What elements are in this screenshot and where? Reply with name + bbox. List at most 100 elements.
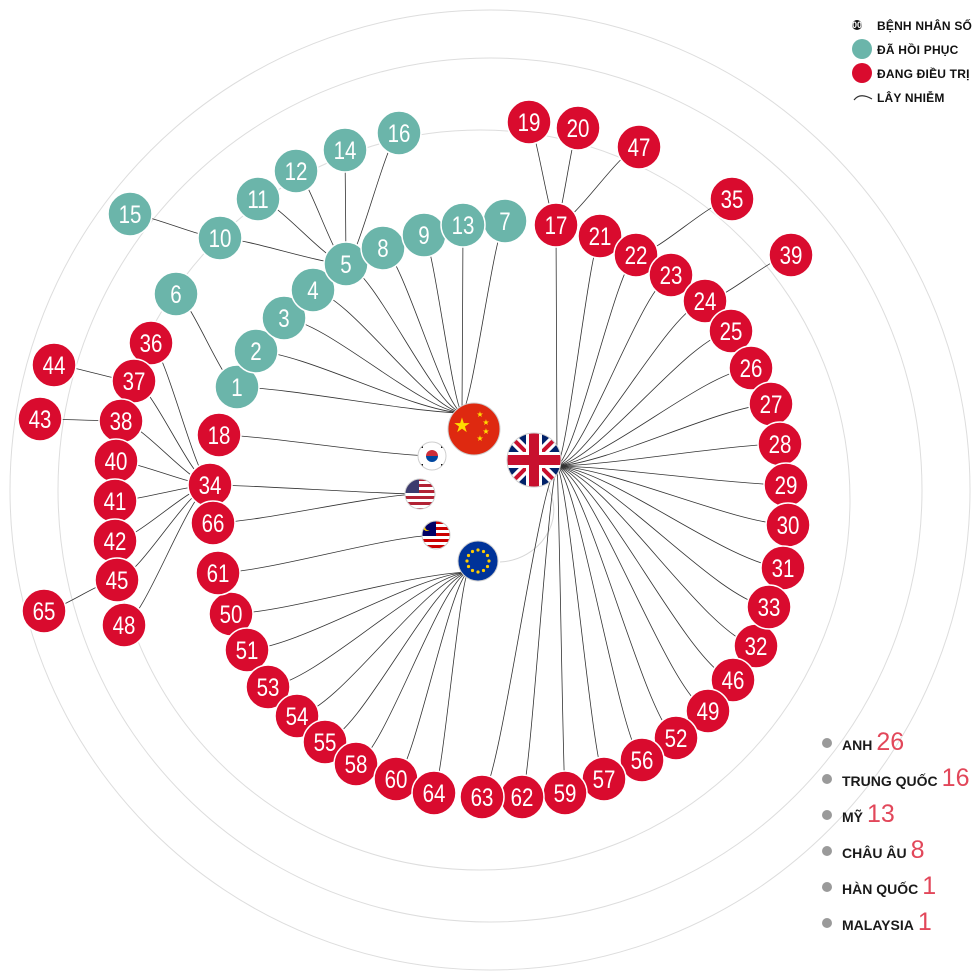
infection-link [382,247,463,414]
patient-number: 15 [119,200,142,228]
patient-number: 66 [202,509,225,537]
infection-link [556,300,706,467]
patient-number: 45 [106,566,129,594]
patient-circle [214,364,260,410]
patient-circle [302,719,348,765]
patient-number: 1 [231,373,242,401]
patient-number: 58 [345,750,368,778]
patient-circle [533,202,579,248]
patient-node: 46 [710,657,756,703]
summary-row-malaysia: MALAYSIA 1 [822,910,978,946]
patient-node: 38 [98,398,144,444]
infection-link [556,403,772,467]
legend-infection-label: LÂY NHIỄM [877,91,945,105]
patient-node: 37 [111,358,157,404]
south-korea-flag [418,442,446,470]
patient-circle [653,715,699,761]
infection-link [556,443,781,467]
patient-number: 24 [694,287,717,315]
infection-link [217,534,437,574]
summary-bullet [822,774,832,784]
patient-circle [682,278,728,324]
patient-node: 42 [92,518,138,564]
infection-link [556,465,605,780]
patient-number: 28 [769,430,792,458]
infection-link [521,465,558,798]
infection-link [556,465,784,569]
legend-recovered: ĐÃ HỒI PHỤC [852,38,976,62]
patient-node: 18 [196,412,242,458]
patient-circle [107,191,153,237]
summary-country-name: MALAYSIA [842,917,914,933]
patient-node: 22 [613,232,659,278]
patient-node: 57 [581,756,627,802]
patient-circle [17,396,63,442]
legend-recovered-label: ĐÃ HỒI PHỤC [877,43,959,57]
patient-number: 65 [33,597,56,625]
patient-node: 1 [214,364,260,410]
patient-number: 20 [567,114,590,142]
infection-link [283,317,463,414]
patient-node: 47 [616,124,662,170]
infection-link [556,330,732,467]
patient-circle [233,328,279,374]
patient-number: 4 [307,276,319,304]
summary-row-europe: CHÂU ÂU 8 [822,838,978,874]
infection-link [255,350,463,414]
patient-circle [613,232,659,278]
summary-row-uk: ANH 26 [822,730,978,766]
infection-link [556,465,770,608]
patient-node: 19 [506,99,552,145]
patient-circle [746,584,792,630]
patient-circle [709,176,755,222]
patient-number: 53 [257,673,280,701]
svg-text:★: ★ [482,418,489,427]
patient-number: 35 [721,185,744,213]
patient-number: 27 [760,390,783,418]
patient-node: 4 [290,267,336,313]
patient-circle [196,412,242,458]
patient-node: 31 [760,545,806,591]
infection-line-icon [853,95,873,101]
malaysia-flag [422,521,450,549]
patient-node: 55 [302,719,348,765]
patient-node: 28 [757,421,803,467]
patient-number: 51 [236,636,259,664]
patient-number: 63 [471,783,494,811]
patient-number: 42 [104,527,127,555]
patient-node: 9 [401,212,447,258]
patient-circle [710,657,756,703]
patient-number: 60 [385,765,408,793]
patient-circle [506,99,552,145]
patient-circle [245,664,291,710]
patient-circle [616,124,662,170]
summary-country-name: ANH [842,737,873,753]
infection-link [355,571,469,765]
summary-country-count: 16 [941,764,970,792]
infection-link [481,465,558,798]
patient-number: 33 [758,593,781,621]
legend: 00 BỆNH NHÂN SỐ ĐÃ HỒI PHỤC ĐANG ĐIỀU TR… [852,14,976,110]
patient-number: 38 [110,407,133,435]
patient-number: 8 [377,234,388,262]
patient-circle [153,271,199,317]
patient-number: 10 [209,224,232,252]
patient-circle [290,267,336,313]
patient-node: 15 [107,191,153,237]
summary-bullet [822,810,832,820]
patient-node: 51 [224,627,270,673]
infection-link [556,465,734,681]
patient-node: 34 [187,462,233,508]
patient-number: 34 [199,471,222,499]
patient-node: 35 [709,176,755,222]
patient-number: 48 [113,611,136,639]
patient-number: 18 [208,421,231,449]
patient-node: 63 [459,774,505,820]
patient-number: 26 [740,354,763,382]
patient-circle [190,500,236,546]
infection-link [556,465,643,761]
background-ring [499,487,555,563]
patient-node: 36 [128,320,174,366]
svg-text:★: ★ [476,410,483,419]
